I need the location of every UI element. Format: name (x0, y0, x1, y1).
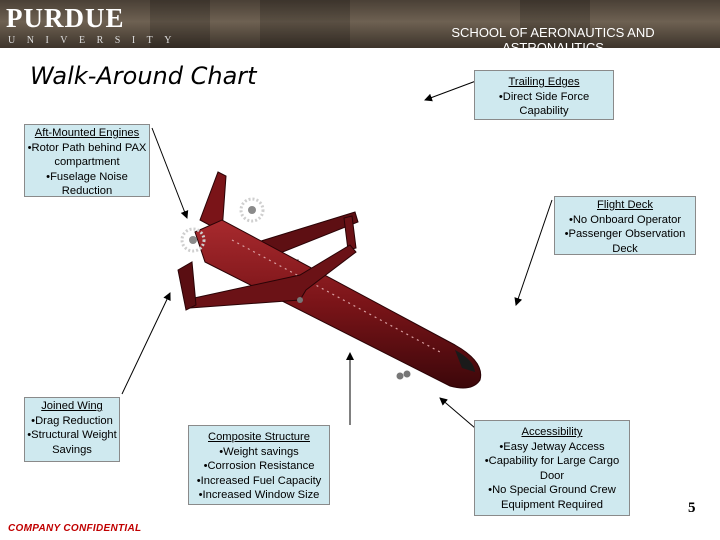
callout-heading: Composite Structure (191, 430, 327, 445)
callout-line: •Drag Reduction (27, 414, 117, 429)
callout-heading: Accessibility (477, 425, 627, 440)
leader-line-flight-deck (516, 200, 552, 305)
callout-line: •Passenger Observation Deck (557, 227, 693, 256)
callout-heading: Trailing Edges (477, 75, 611, 90)
callout-line: •Weight savings (191, 445, 327, 460)
leader-line-accessibility (440, 398, 475, 428)
leader-line-joined-wing (122, 293, 170, 394)
callout-heading: Joined Wing (27, 399, 117, 414)
callout-line: •No Onboard Operator (557, 213, 693, 228)
callout-line: •No Special Ground Crew Equipment Requir… (477, 483, 627, 512)
callout-joined-wing: Joined Wing •Drag Reduction •Structural … (24, 397, 120, 462)
callout-heading: Flight Deck (557, 198, 693, 213)
page-number: 5 (688, 500, 696, 517)
callout-line: •Easy Jetway Access (477, 440, 627, 455)
callout-line: •Corrosion Resistance (191, 459, 327, 474)
callout-flight-deck: Flight Deck •No Onboard Operator •Passen… (554, 196, 696, 255)
callout-line: •Direct Side Force Capability (477, 90, 611, 119)
callout-accessibility: Accessibility •Easy Jetway Access •Capab… (474, 420, 630, 516)
callout-line: •Fuselage Noise Reduction (27, 170, 147, 199)
callout-line: •Increased Window Size (191, 488, 327, 503)
leader-line-aft-engines (152, 128, 187, 218)
callout-line: •Increased Fuel Capacity (191, 474, 327, 489)
callout-line: •Capability for Large Cargo Door (477, 454, 627, 483)
callout-aft-engines: Aft-Mounted Engines •Rotor Path behind P… (24, 124, 150, 197)
callout-line: •Rotor Path behind PAX compartment (27, 141, 147, 170)
confidential-notice: COMPANY CONFIDENTIAL (8, 523, 141, 534)
callout-composite-structure: Composite Structure •Weight savings •Cor… (188, 425, 330, 505)
callout-line: •Structural Weight Savings (27, 428, 117, 457)
callout-heading: Aft-Mounted Engines (27, 126, 147, 141)
callout-trailing-edges: Trailing Edges •Direct Side Force Capabi… (474, 70, 614, 120)
